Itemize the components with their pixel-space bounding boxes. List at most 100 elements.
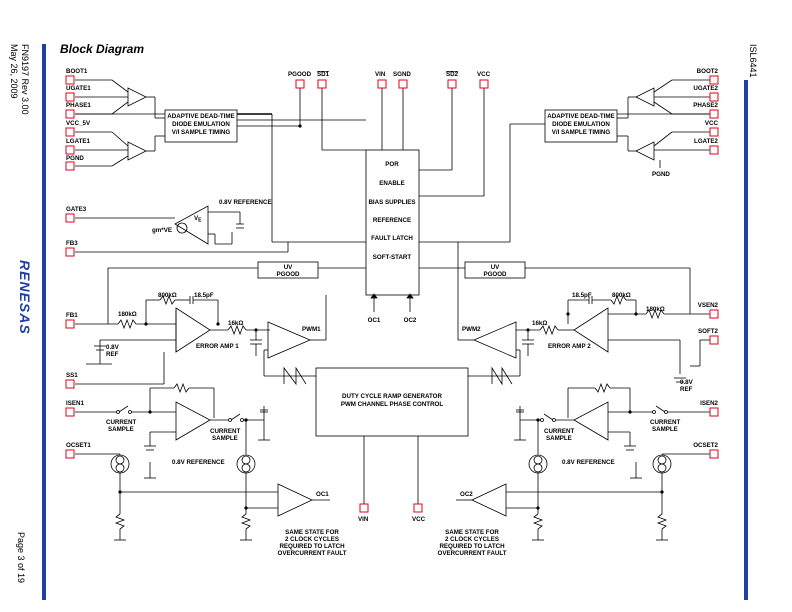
- label-pgnd-right: PGND: [652, 171, 670, 178]
- left-accent-bar: [42, 44, 46, 600]
- ref-left-line2: REF: [106, 351, 119, 358]
- gm-current-source: [176, 222, 188, 234]
- pin-vcc5v: [65, 127, 75, 137]
- label-ocset1: OCSET1: [66, 442, 91, 449]
- latch-right-line2: 2 CLOCK CYCLES: [445, 536, 499, 543]
- adaptive-left-line3: V/I SAMPLE TIMING: [172, 129, 231, 136]
- adaptive-deadtime-right: [544, 109, 618, 143]
- r180-left: [117, 318, 137, 330]
- cs1b-line2: SAMPLE: [212, 435, 238, 442]
- label-soft2: SOFT2: [698, 328, 718, 335]
- right-accent-bar: [744, 80, 748, 600]
- uv-left-line1: UV: [284, 264, 293, 271]
- pwm2-label: PWM2: [462, 326, 481, 333]
- pin-pgnd-left: [65, 161, 75, 171]
- core-bias: BIAS SUPPLIES: [368, 199, 415, 206]
- label-sd1: SD1: [317, 71, 330, 78]
- left-margin: FN9197 Rev 3.00 May 26, 2009 Page 3 of 1…: [6, 44, 30, 604]
- label-ugate1: UGATE1: [66, 85, 91, 92]
- core-oc1: OC1: [368, 317, 381, 324]
- oc2-out-label: OC2: [460, 491, 473, 498]
- pin-ugate1: [65, 92, 75, 102]
- ramp-waveform-left: [283, 366, 307, 386]
- pin-ocset2: [709, 449, 719, 459]
- pin-lgate1: [65, 145, 75, 155]
- error-amp-1-label: ERROR AMP 1: [196, 343, 239, 350]
- label-vcc-bottom: VCC: [412, 516, 426, 523]
- current-amp-left: [175, 401, 211, 441]
- pin-ocset1: [65, 449, 75, 459]
- core-block: [365, 149, 420, 296]
- label-fb1: FB1: [66, 312, 78, 319]
- cs2a-line1: CURRENT: [544, 428, 574, 435]
- cs1a-line2: SAMPLE: [108, 426, 134, 433]
- gate3-amplifier: [174, 205, 209, 245]
- label-boot2: BOOT2: [697, 68, 719, 75]
- core-soft-start: SOFT-START: [373, 254, 412, 261]
- adaptive-left-line1: ADAPTIVE DEAD-TIME: [167, 113, 234, 120]
- pin-soft2: [709, 335, 719, 345]
- cs1a-line1: CURRENT: [106, 419, 136, 426]
- rocset-left: [114, 513, 126, 530]
- label-vcc-top: VCC: [477, 71, 491, 78]
- pin-isen1: [65, 407, 75, 417]
- label-ugate2: UGATE2: [693, 85, 718, 92]
- pin-gate3: [65, 213, 75, 223]
- r16-right: [539, 324, 559, 336]
- ref-right-line2: REF: [680, 386, 693, 393]
- oc2-comparator: [471, 483, 507, 517]
- label-isen1: ISEN1: [66, 400, 84, 407]
- label-vcc5v: VCC_5V: [66, 120, 91, 127]
- label-sd2: SD2: [446, 71, 459, 78]
- adaptive-right-line1: ADAPTIVE DEAD-TIME: [547, 113, 614, 120]
- pin-ss1: [65, 379, 75, 389]
- ref-right-line1: 0.8V: [680, 379, 694, 386]
- c18-left-label: 18.5pF: [194, 292, 214, 299]
- upper-driver-left: [127, 87, 147, 107]
- pin-boot1: [65, 75, 75, 85]
- cs2a-line2: SAMPLE: [546, 435, 572, 442]
- r180-left-label: 180kΩ: [118, 311, 137, 318]
- upper-driver-right: [635, 87, 655, 107]
- pin-fb1: [65, 319, 75, 329]
- ramp-line1: DUTY CYCLE RAMP GENERATOR: [342, 393, 442, 400]
- renesas-logo: RENESAS: [17, 260, 33, 335]
- latch-left-line2: 2 CLOCK CYCLES: [285, 536, 339, 543]
- c18-right-label: 18.5pF: [572, 292, 592, 299]
- cs2b-line2: SAMPLE: [652, 426, 678, 433]
- ramp-generator-block: [315, 367, 469, 437]
- label-ss1: SS1: [66, 372, 78, 379]
- pin-sd2: [447, 79, 457, 89]
- pin-lgate2: [709, 145, 719, 155]
- adaptive-left-line2: DIODE EMULATION: [172, 121, 230, 128]
- oc1-out-label: OC1: [316, 491, 329, 498]
- latch-right-line4: OVERCURRENT FAULT: [438, 550, 507, 557]
- pin-phase2: [709, 109, 719, 119]
- isen-resistor-right: [594, 382, 611, 394]
- pin-pgood: [295, 79, 305, 89]
- label-vcc-right: VCC: [705, 120, 719, 127]
- pin-isen2: [709, 407, 719, 417]
- isen-resistor-left: [173, 382, 190, 394]
- label-boot1: BOOT1: [66, 68, 88, 75]
- ve-label: VE: [194, 215, 202, 224]
- pin-vcc-right: [709, 127, 719, 137]
- pin-boot2: [709, 75, 719, 85]
- core-fault-latch: FAULT LATCH: [371, 235, 413, 242]
- ref08-right: 0.8V REFERENCE: [562, 459, 615, 466]
- core-por: POR: [385, 161, 399, 168]
- label-sgnd: SGND: [393, 71, 411, 78]
- core-enable: ENABLE: [379, 180, 404, 187]
- adaptive-right-line3: V/I SAMPLE TIMING: [552, 129, 611, 136]
- latch-left-line3: REQUIRED TO LATCH: [279, 543, 345, 550]
- cs2b-line1: CURRENT: [650, 419, 680, 426]
- adaptive-right-line2: DIODE EMULATION: [552, 121, 610, 128]
- label-lgate1: LGATE1: [66, 138, 91, 145]
- r800-right-label: 800kΩ: [612, 292, 631, 299]
- label-phase1: PHASE1: [66, 102, 91, 109]
- r180-right: [645, 308, 665, 320]
- uv-pgood-right: [464, 261, 526, 279]
- label-ocset2: OCSET2: [693, 442, 718, 449]
- page-title: Block Diagram: [60, 42, 145, 56]
